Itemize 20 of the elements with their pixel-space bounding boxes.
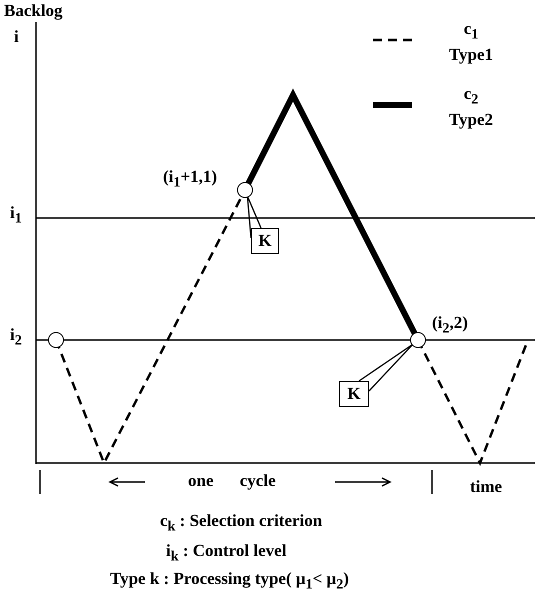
marker-circle: [410, 332, 426, 348]
leader-line: [246, 195, 262, 239]
axis-title: Backlog: [4, 2, 63, 21]
callout-box: K: [339, 381, 369, 407]
axis-label: time: [470, 478, 502, 497]
legend-label: c$_{1}$ Type1: [448, 18, 494, 66]
axis-label: i$_{2}$: [10, 326, 22, 349]
marker-circle: [237, 182, 253, 198]
axis-label: i$_{1}$: [10, 204, 22, 227]
dimension-label: one cycle: [188, 472, 276, 491]
coordinate-label: (i$_{2}$,2): [432, 314, 468, 337]
note-text: Type k : Processing type( μ$_{1}$< μ$_{2}$): [110, 570, 349, 593]
axis-label: i: [14, 28, 19, 47]
leader-line: [358, 344, 414, 392]
note-text: c$_{k}$ : Selection criterion: [160, 512, 322, 535]
callout-box: K: [251, 228, 279, 254]
marker-circle: [48, 332, 64, 348]
legend-label: c$_{2}$ Type2: [448, 83, 494, 130]
coordinate-label: (i$_{1}$+1,1): [163, 168, 218, 191]
note-text: i$_{k}$ : Control level: [166, 542, 286, 565]
